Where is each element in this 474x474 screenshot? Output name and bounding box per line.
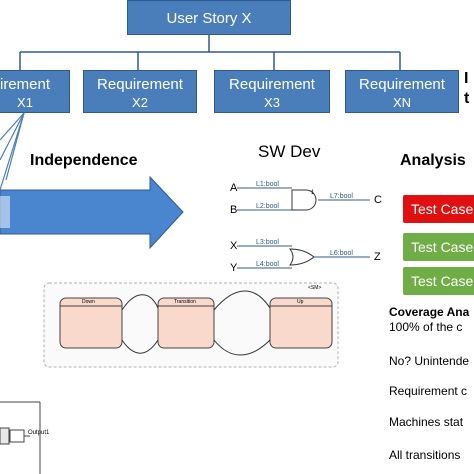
edge-text-a: I [464, 70, 469, 87]
signal-l7: L7:bool [330, 193, 353, 200]
note-unintended: No? Unintende [389, 354, 470, 368]
requirement-id: X3 [264, 94, 280, 110]
note-requirement: Requirement c [389, 384, 468, 398]
requirement-id: XN [392, 94, 412, 110]
state-transitions [121, 290, 271, 356]
requirement-id: X1 [17, 94, 33, 110]
requirement-box-x3: Requirement X3 [214, 70, 330, 113]
requirement-title: irement [0, 76, 51, 93]
coverage-title: Coverage Ana [389, 305, 470, 319]
state-machine-states [59, 297, 333, 349]
independence-label: Independence [30, 152, 138, 169]
gate-number: 1 [311, 190, 315, 196]
test-case-fail: Test Case [403, 195, 474, 223]
user-story-box: User Story X [127, 0, 291, 35]
requirement-title: Requirement [229, 76, 315, 93]
logic-diagram [237, 187, 370, 269]
input-a: A [230, 182, 238, 194]
small-diagram-output: Output1 [28, 430, 50, 436]
state-transition: Transition [174, 299, 196, 305]
state-down: Down [82, 299, 95, 305]
requirement-box-xn: Requirement XN [345, 70, 459, 113]
input-y: Y [230, 262, 238, 274]
analysis-label: Analysis [400, 152, 466, 169]
signal-l3: L3:bool [256, 239, 279, 246]
fan-lines [0, 112, 25, 191]
output-z: Z [374, 251, 381, 263]
note-transitions: All transitions [389, 448, 461, 462]
coverage-subtitle: 100% of the c [389, 320, 463, 334]
signal-l2: L2:bool [256, 203, 279, 210]
tree-connectors [19, 35, 401, 70]
signal-l4: L4:bool [256, 261, 279, 268]
test-case-pass-1: Test Case [403, 233, 474, 261]
edge-text-b: t [464, 90, 470, 107]
note-machines: Machines stat [389, 415, 464, 429]
requirement-box-x2: Requirement X2 [83, 70, 197, 113]
user-story-label: User Story X [166, 10, 252, 27]
requirement-title: Requirement [97, 76, 183, 93]
input-x: X [230, 240, 238, 252]
signal-l1: L1:bool [256, 181, 279, 188]
small-diagram [0, 401, 41, 474]
input-b: B [230, 204, 238, 216]
independence-arrow [0, 175, 184, 250]
sw-dev-label: SW Dev [258, 142, 321, 161]
sm-tag: <SM> [308, 285, 322, 291]
requirement-box-x1: irement X1 [0, 70, 70, 113]
output-c: C [374, 194, 382, 206]
requirement-title: Requirement [359, 76, 445, 93]
arrow-stripe [0, 196, 10, 228]
requirement-id: X2 [132, 94, 148, 110]
signal-l6: L6:bool [330, 250, 353, 257]
state-up: Up [297, 299, 304, 305]
test-case-pass-2: Test Case [403, 267, 474, 295]
